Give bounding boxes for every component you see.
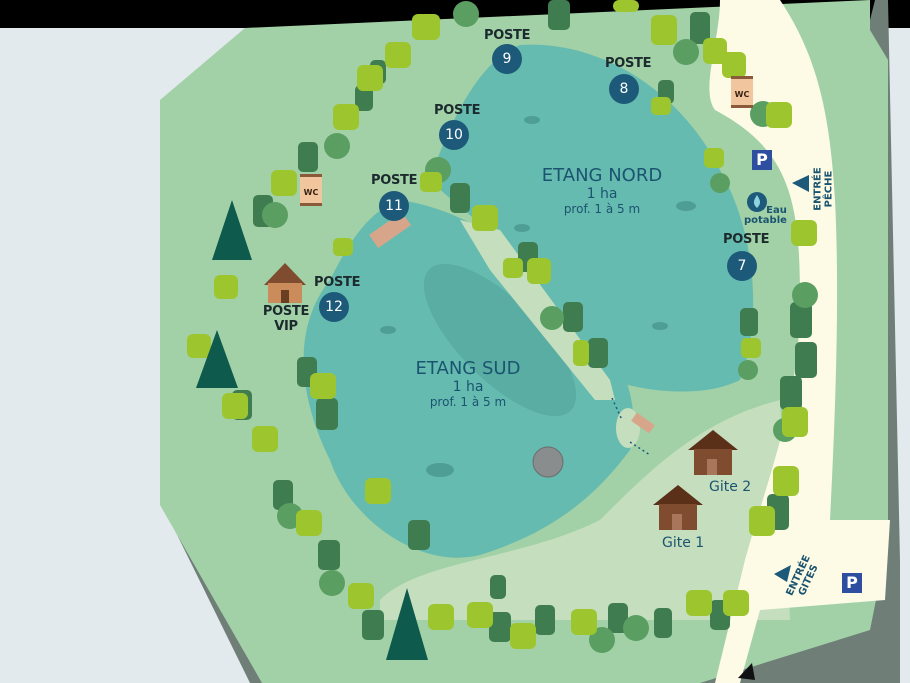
gite-1-label: Gite 1 xyxy=(662,535,705,551)
poste-12-marker[interactable]: 12 xyxy=(319,292,349,322)
entree-peche-arrow-icon xyxy=(792,175,809,192)
wc-icon: WC xyxy=(300,174,322,206)
exit-arrow-icon xyxy=(738,663,755,680)
pontoon-island xyxy=(631,412,655,434)
house-icons xyxy=(264,263,738,530)
entree-gites-arrow-icon xyxy=(774,565,791,582)
rock xyxy=(532,446,564,478)
drinking-water-label: Eau potable xyxy=(744,205,787,226)
parking-icon: P xyxy=(752,150,772,170)
poste-12-label: POSTE xyxy=(314,275,361,290)
pond-nord xyxy=(430,44,754,392)
poste-7-label: POSTE xyxy=(723,232,770,247)
pond-sud-label: ETANG SUD 1 ha prof. 1 à 5 m xyxy=(415,358,521,409)
parking-icon: P xyxy=(842,573,862,593)
poste-10-marker[interactable]: 10 xyxy=(439,120,469,150)
poste-9-label: POSTE xyxy=(484,28,531,43)
clearing xyxy=(380,400,790,620)
poste-11-label: POSTE xyxy=(371,173,418,188)
pontoon-11 xyxy=(369,211,411,249)
poste-8-label: POSTE xyxy=(605,56,652,71)
poste-10-label: POSTE xyxy=(434,103,481,118)
poste-11-marker[interactable]: 11 xyxy=(379,191,409,221)
poste-9-marker[interactable]: 9 xyxy=(492,44,522,74)
poste-8-marker[interactable]: 8 xyxy=(609,74,639,104)
pond-sud-deep-zone xyxy=(423,263,577,417)
pond-nord-label: ETANG NORD 1 ha prof. 1 à 5 m xyxy=(541,165,663,216)
poste-7-marker[interactable]: 7 xyxy=(727,251,757,281)
wc-icon: WC xyxy=(731,76,753,108)
gite-2-label: Gite 2 xyxy=(709,479,752,495)
fish-icons xyxy=(380,116,696,477)
tree-icons xyxy=(187,0,818,660)
access-path xyxy=(709,0,890,683)
